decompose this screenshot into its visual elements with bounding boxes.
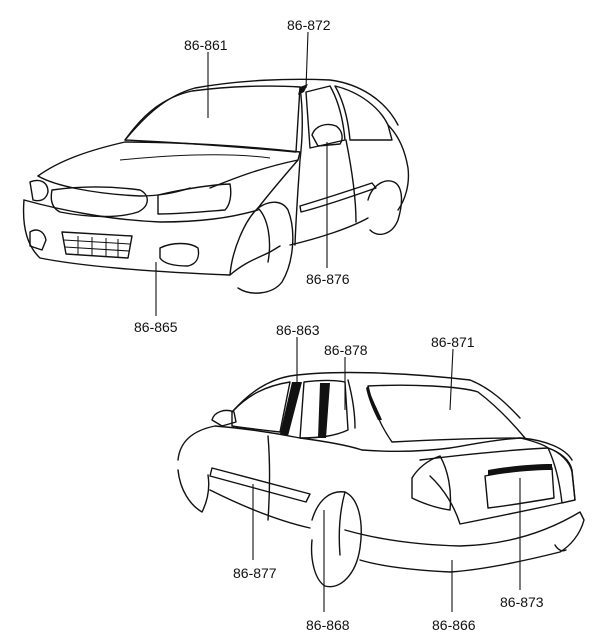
leader-86-871 <box>449 348 454 411</box>
leader-lines <box>155 31 521 612</box>
callout-86-872: 86-872 <box>287 17 331 33</box>
callout-86-873: 86-873 <box>500 594 544 610</box>
callout-86-877: 86-877 <box>233 565 277 581</box>
front-car-illustration <box>22 78 410 294</box>
rear-car-illustration <box>177 371 585 588</box>
callout-86-878: 86-878 <box>324 342 368 358</box>
callout-86-876: 86-876 <box>306 271 350 287</box>
callout-86-865: 86-865 <box>134 319 178 335</box>
callout-86-866: 86-866 <box>432 617 476 633</box>
callout-86-861: 86-861 <box>184 37 228 53</box>
callout-86-868: 86-868 <box>306 617 350 633</box>
leader-86-872 <box>305 31 309 89</box>
callout-labels: 86-861 86-872 86-876 86-865 86-863 86-87… <box>134 17 544 633</box>
callout-86-871: 86-871 <box>431 334 475 350</box>
callout-86-863: 86-863 <box>276 322 320 338</box>
